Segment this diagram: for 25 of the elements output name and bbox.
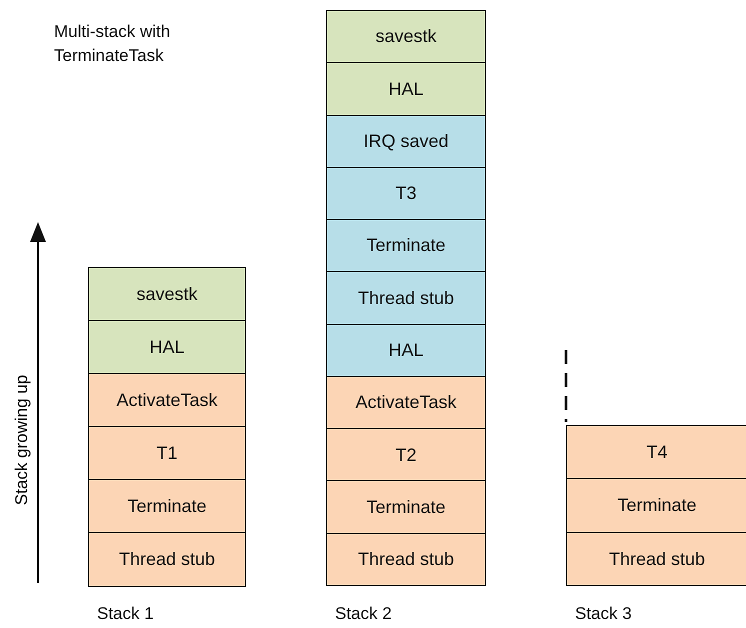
stack-frame: savestk [88, 267, 246, 322]
stack-frame: IRQ saved [326, 114, 486, 168]
title: Multi-stack with TerminateTask [54, 21, 172, 67]
stack-frame: T3 [326, 166, 486, 221]
stack-frame: HAL [326, 324, 486, 378]
stack-frame: T1 [88, 426, 246, 480]
stack-label: Stack 1 [97, 604, 154, 624]
stack-frame: ActivateTask [88, 373, 246, 428]
stack-frame: Thread stub [326, 271, 486, 326]
stack-frame: HAL [88, 320, 246, 374]
stack-label: Stack 2 [335, 604, 392, 624]
stack-label: Stack 3 [575, 604, 632, 624]
stack-frame: Thread stub [326, 532, 486, 586]
axis-label: Stack growing up [12, 374, 32, 506]
stack-frame: ActivateTask [326, 376, 486, 430]
stack-frame: Thread stub [566, 532, 746, 586]
stack-frame: Terminate [566, 478, 746, 534]
stack-frame: T4 [566, 425, 746, 480]
stack-frame: T2 [326, 428, 486, 482]
stack-frame: Terminate [326, 480, 486, 534]
stack-frame: HAL [326, 62, 486, 116]
stack-frame: Thread stub [88, 532, 246, 586]
stack-frame: Terminate [326, 219, 486, 273]
stack-frame: savestk [326, 10, 486, 64]
stack-frame: Terminate [88, 479, 246, 534]
